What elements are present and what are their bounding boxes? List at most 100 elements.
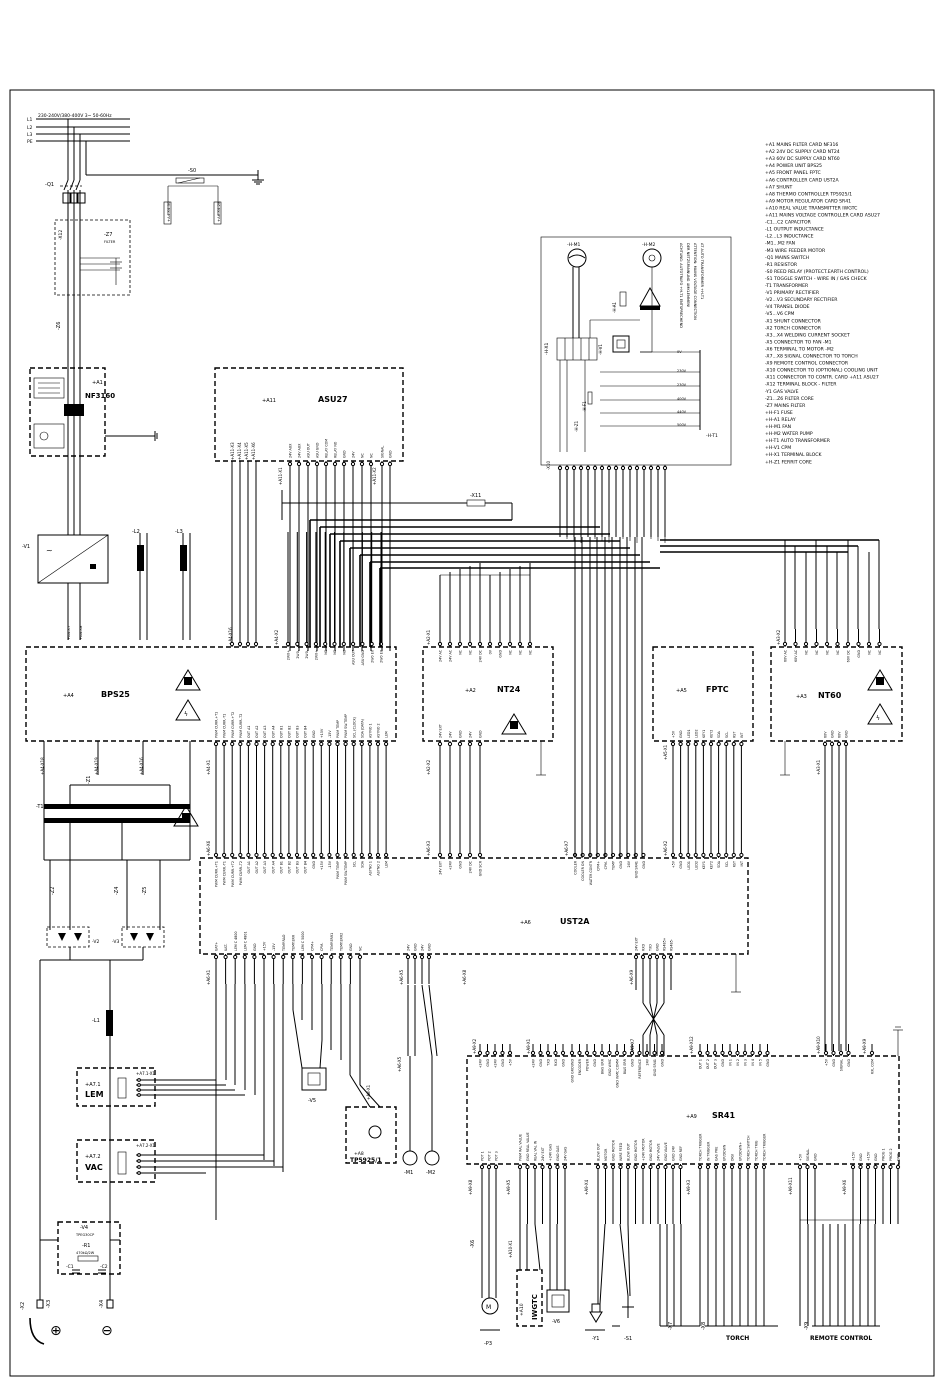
bps-x1-pin-label: OUT B2 (288, 726, 292, 738)
ust-x8: +A6-X8 (462, 969, 467, 985)
legend-item: +A10 REAL VALUE TRANSMITTER IWGTC (765, 205, 857, 211)
bps-x2-pin-label: NC (333, 649, 337, 654)
m1-label: -M1 (404, 1170, 413, 1176)
cu-x1: -H-X1 (544, 343, 550, 355)
at-tap-400: 400V (677, 397, 687, 401)
sr-x9-pin-label: RXL COM (871, 1059, 875, 1074)
bps-x1-pin-label: GND (312, 730, 316, 738)
v4-sub: TPEG30CP (75, 1233, 94, 1237)
nt24-x1-pin-label: 0V (489, 649, 493, 654)
sr-x6-pin-label: PROG 2 (889, 1148, 893, 1161)
cu-notice-2: DER NETZSPANNUNG UMKLEMMEN! (686, 243, 690, 308)
ust-x9-pin-label: GND (656, 943, 660, 951)
bps-x2-pin-label: NC (342, 649, 346, 654)
bps-x2-pin-label: 2W0+ (287, 650, 291, 660)
ust-x6-pin-label: ASYNO 1 (369, 861, 373, 876)
v1-ac-symbol: ~ (46, 546, 53, 555)
sr-x6-pin-label: +15V (867, 1151, 871, 1161)
ust-x6-pin-label: GND (312, 861, 316, 869)
z5-label: -Z5 (142, 887, 148, 895)
nt24-x1-pin-label: 24V AC (439, 649, 443, 662)
bps-x1-pin-label: OUT A2 (255, 726, 259, 738)
a1-name: NF3160 (85, 392, 115, 400)
sr-x2-pin-label: +5V (509, 1058, 513, 1066)
ust-x2-pin-label: LED2 (694, 861, 698, 870)
sr-x2: +A9-X2 (472, 1038, 477, 1054)
bps25-card: +A4 BPS25 ϟ +A4-X16 +A4-X2 +A4-X1 +A4-X1… (25, 532, 397, 858)
sr-x4-pin-label: BLOW OUT (597, 1142, 601, 1161)
bps-x2-pin-label: 2W0- (296, 649, 300, 658)
ust-x3-pin-label: GND SCR (479, 860, 483, 876)
asu-x1-pin-label: GND (343, 450, 347, 458)
x4-bottom: -X4 (99, 1300, 105, 1308)
nt24-x2: +A2-X2 (426, 759, 431, 775)
nt60-name: NT60 (818, 691, 842, 700)
sr-x7-pin-label: BIAS ERR (623, 1058, 627, 1074)
bps-x1-pin-label: OUT B3 (296, 726, 300, 738)
lem-name: LEM (85, 1090, 104, 1099)
ust-x2-pin-label: KEY2 (710, 861, 714, 869)
bps-x7-label: +A4-X7 (66, 625, 71, 640)
ust-x3: +A6-X3 (426, 840, 431, 856)
sr-x4-pin-label: GND REF (679, 1146, 683, 1161)
asu-name: ASU27 (318, 395, 348, 404)
bps-x1-pin-label: OUT A4 (271, 726, 275, 738)
ust-x6-pin-label: PWM TEMP (336, 861, 340, 879)
sr-x1-pin-label: GND (539, 1059, 543, 1067)
mains-rating: 230-240V/380-400V 3~ 50-60Hz (38, 113, 112, 119)
bps-x1-pin-label: LEM (385, 731, 389, 738)
ust-x1-pin-label: CPM- (320, 942, 324, 951)
sr-x4-pin-label: 24V VALVE (657, 1143, 661, 1161)
sr-x11-pin-label: SIGNAL (806, 1149, 810, 1161)
ust-x7-pin-label: WATER CONTR (589, 860, 593, 885)
sr-x12-pin-label: GND (721, 1059, 725, 1067)
ust2a-card: +A6 UST2A +A6-X6 +A6-X3 +A6-X7 +A6-X2 +A… (199, 840, 749, 993)
ust-x9-pin-label: RS485- (670, 938, 674, 951)
sheet-frame (9, 89, 935, 1377)
legend-item: +A7 SHUNT (765, 184, 793, 190)
legend-item: -C1...C2 CAPACITOR (765, 220, 812, 226)
fptc-x1-pin-label: +5V (672, 730, 676, 738)
legend-item: +A8 THERMO CONTROLLER TP5925/1 (765, 191, 852, 197)
legend-item: -X3...X4 WELDING CURRENT SOCKET (765, 332, 850, 338)
legend-item: -Q1 MAINS SWITCH (765, 255, 809, 261)
ust-x6-pin-label: OUT A1 (247, 861, 251, 873)
sr-name: SR41 (712, 1111, 735, 1120)
p3-tag: -P3 (484, 1341, 492, 1347)
c2-tag: -C2 (100, 1264, 108, 1270)
minus-socket-icon: ⊖ (101, 1323, 113, 1339)
asu-x1-pin-label: NC (361, 453, 365, 458)
sr-x12-pin-label: IN 5 (759, 1059, 763, 1066)
nt60-x1-pin-label: GND (845, 730, 849, 738)
legend-item: -M3 WIRE FEEDER MOTOR (765, 248, 826, 254)
nt60-hv-glyph: ϟ (876, 715, 880, 722)
legend-item: -S0 REED RELAY (PROTECT.EARTH CONTROL) (765, 269, 869, 275)
nt60-x2-pin-label: NC (836, 649, 840, 654)
ust-x5-pin-label: GND (414, 943, 418, 951)
ust-x6-pin-label: SCL (352, 861, 356, 867)
ust-x2-pin-label: SCL (725, 861, 729, 867)
legend-item: -M1...M2 FAN (765, 241, 795, 247)
ust-x1-pin-label: CPM+ (311, 941, 315, 951)
legend-item: -L2...L3 INDUCTANCE (765, 234, 814, 240)
cu-m1: -H-M1 (567, 242, 581, 248)
bps-x1: +A4-X1 (206, 759, 211, 775)
ust-x9-pin-label: RXD (642, 943, 646, 951)
nt24-pos: +A2 (465, 688, 476, 694)
sr-x12-pin-label: OUT 2 (706, 1059, 710, 1069)
ust-x2: +A6-X2 (663, 840, 668, 856)
asu-x2: +A11-X2 (372, 467, 377, 485)
legend-item: +H-M1 FAN (765, 424, 791, 430)
v6-label: -V6 (552, 1319, 560, 1325)
sr-x7-pin-label: ENCODER (578, 1058, 582, 1075)
legend-item: -Z7 MAINS FILTER (765, 403, 806, 409)
bps-x1-pin-label: ASYNO 1 (369, 723, 373, 738)
x2-bottom: -X2 (20, 1302, 26, 1310)
sr-x1-pin-label: GND (562, 1059, 566, 1067)
ust-x7-pin-label: COOLER ON (581, 860, 585, 880)
legend-item: +A2 24V DC SUPPLY CARD NT24 (765, 149, 840, 155)
nt24-x1-pin-label: NC (519, 649, 523, 654)
sr-x5-pin-label: GND REAL VALUE (526, 1132, 530, 1161)
bps-x1-pin-label: OUT A1 (247, 726, 251, 738)
l1-label: -L1 (92, 1018, 100, 1024)
